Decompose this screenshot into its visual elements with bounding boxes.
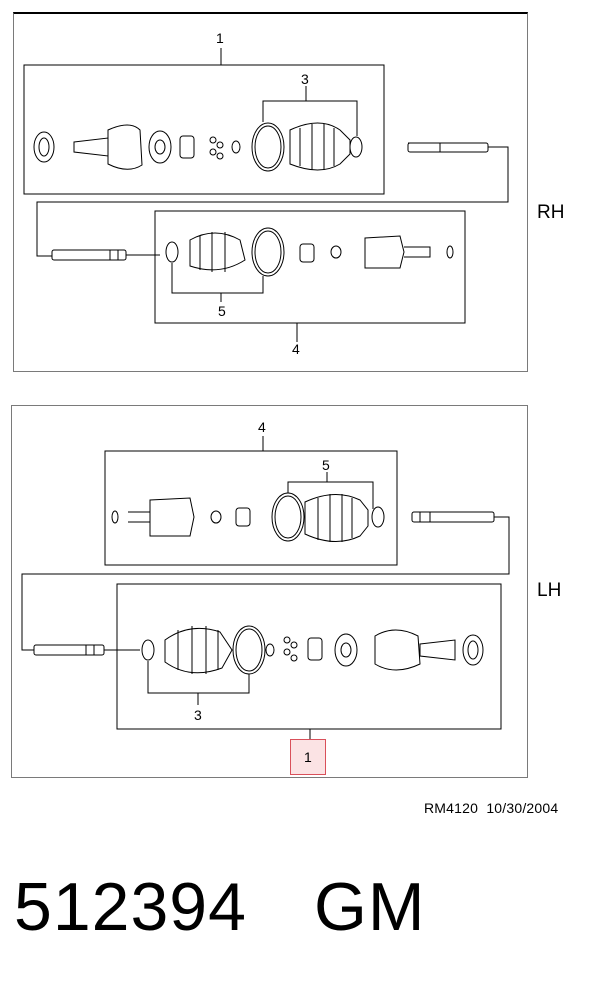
lh-tripod <box>236 508 250 526</box>
lh-inner-clamp <box>272 493 304 541</box>
rh-cage <box>149 131 171 163</box>
brand-label: GM <box>314 869 426 945</box>
rh-inner-race <box>180 136 194 158</box>
rh-inner-housing <box>365 236 404 268</box>
rh-inner-boot <box>190 233 245 270</box>
lh-outer-boot <box>165 628 232 672</box>
rh-callout-3: 3 <box>301 71 309 87</box>
rh-clamp-large <box>252 123 284 171</box>
lh-outer-stub <box>420 640 455 660</box>
rh-outer-boot <box>290 123 350 170</box>
part-number: 512394 <box>14 869 247 945</box>
lh-dust-cover <box>463 635 483 665</box>
lh-inner-group-box <box>105 451 397 565</box>
lh-outer-housing <box>375 630 420 670</box>
rh-panel <box>13 12 528 372</box>
rh-clamp-small <box>350 137 362 157</box>
lh-inner-race <box>308 638 322 660</box>
rh-tripod <box>300 244 314 262</box>
rh-side-label: RH <box>537 202 565 223</box>
drawing-date: 10/30/2004 <box>486 800 559 816</box>
lh-callout-5: 5 <box>322 457 330 473</box>
rh-inner-clamp <box>252 228 284 276</box>
lh-callout-4: 4 <box>258 419 266 435</box>
lh-callout-3: 3 <box>194 707 202 723</box>
rh-callout-1: 1 <box>216 30 224 46</box>
drawing-code: RM4120 <box>424 800 479 816</box>
lh-cage <box>335 634 357 666</box>
rh-shaft <box>408 143 488 152</box>
rh-lower-shaft <box>52 250 126 260</box>
rh-callout-5: 5 <box>218 303 226 319</box>
lh-outer-group-box <box>117 584 501 729</box>
rh-callout-4: 4 <box>292 341 300 357</box>
lh-inner-boot <box>305 494 368 541</box>
highlight-box[interactable] <box>290 739 326 775</box>
drawing-reference: RM4120 10/30/2004 <box>424 800 558 816</box>
rh-outer-stub <box>74 138 108 156</box>
rh-inner-group-box <box>155 211 465 323</box>
rh-outer-group-box <box>24 65 384 194</box>
lh-side-label: LH <box>537 580 562 601</box>
lh-shaft <box>412 512 494 522</box>
rh-outer-housing <box>108 125 142 169</box>
rh-dust-cover <box>34 132 54 162</box>
lh-clamp-large <box>233 626 265 674</box>
lh-callout-1[interactable]: 1 <box>304 749 312 765</box>
lh-inner-housing <box>150 498 194 536</box>
lh-panel <box>11 405 528 778</box>
